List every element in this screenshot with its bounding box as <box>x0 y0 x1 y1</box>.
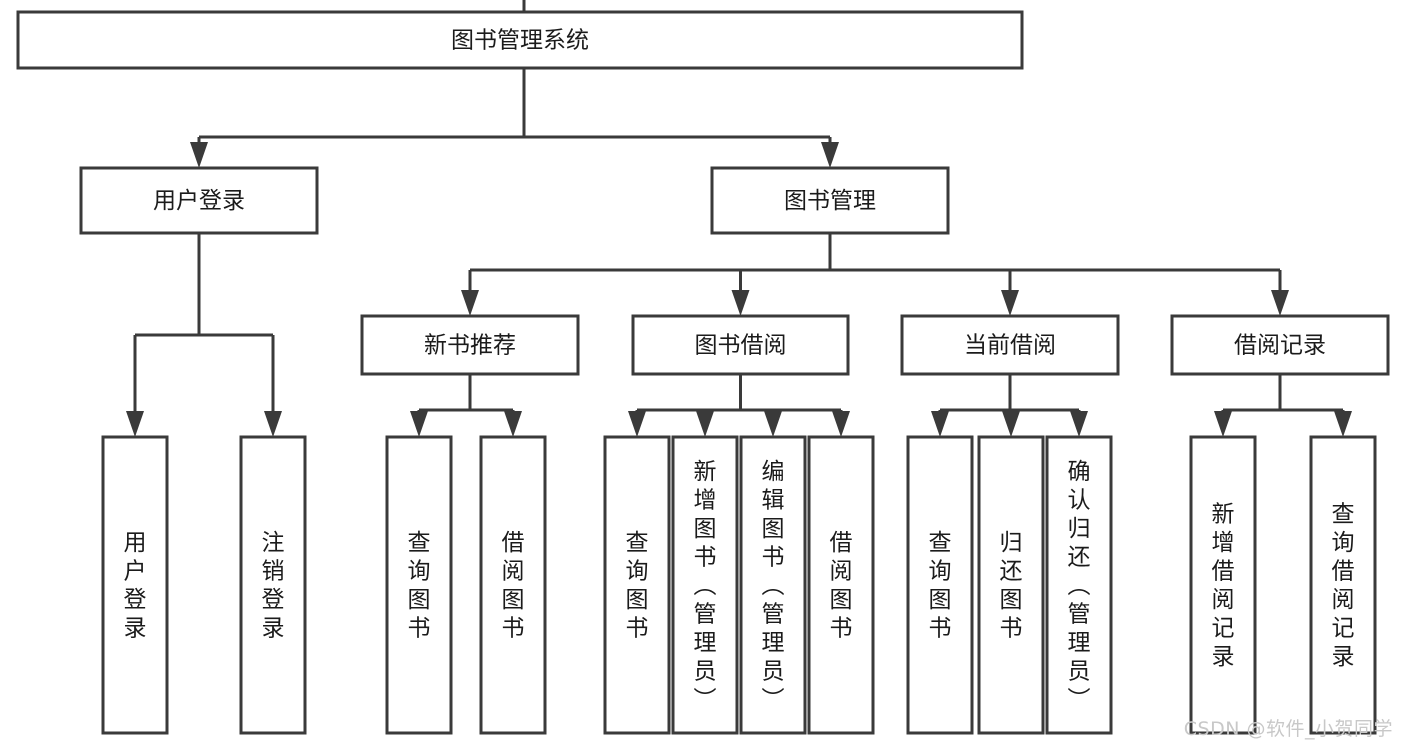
node-label-book-management: 图书管理 <box>784 188 876 214</box>
node-label-add-book-admin: 新增图书︵管理员︶ <box>694 459 717 713</box>
node-current-borrow[interactable]: 当前借阅 <box>900 314 1120 376</box>
node-box-book-borrow <box>631 314 850 376</box>
node-confirm-return-admin[interactable]: 确认归还︵管理员︶ <box>1045 435 1113 735</box>
node-box-user-login <box>79 166 319 235</box>
node-root[interactable]: 图书管理系统 <box>16 10 1024 70</box>
node-edit-book-admin[interactable]: 编辑图书︵管理员︶ <box>739 435 807 735</box>
node-user-logout[interactable]: 注销登录 <box>239 435 307 735</box>
node-box-confirm-return-admin <box>1045 435 1113 735</box>
node-box-borrow-book-1 <box>479 435 547 735</box>
node-user-login[interactable]: 用户登录 <box>79 166 319 235</box>
node-add-book-admin[interactable]: 新增图书︵管理员︶ <box>671 435 739 735</box>
node-box-edit-book-admin <box>739 435 807 735</box>
node-return-book[interactable]: 归还图书 <box>977 435 1045 735</box>
node-user-login-do[interactable]: 用户登录 <box>101 435 169 735</box>
node-book-borrow[interactable]: 图书借阅 <box>631 314 850 376</box>
node-label-root: 图书管理系统 <box>451 28 589 54</box>
node-box-user-login-do <box>101 435 169 735</box>
node-add-borrow-record[interactable]: 新增借阅记录 <box>1189 435 1257 735</box>
node-box-query-book-1 <box>385 435 453 735</box>
node-box-borrow-record <box>1170 314 1390 376</box>
node-label-book-borrow: 图书借阅 <box>695 333 787 359</box>
node-box-book-management <box>710 166 950 235</box>
connectors-layer <box>126 0 1352 437</box>
node-label-current-borrow: 当前借阅 <box>964 333 1056 359</box>
node-new-book-recommend[interactable]: 新书推荐 <box>360 314 580 376</box>
node-box-current-borrow <box>900 314 1120 376</box>
node-label-borrow-book-2: 借阅图书 <box>830 530 853 642</box>
node-box-user-logout <box>239 435 307 735</box>
node-query-borrow-record[interactable]: 查询借阅记录 <box>1309 435 1377 735</box>
node-box-add-borrow-record <box>1189 435 1257 735</box>
node-label-user-login: 用户登录 <box>153 188 245 214</box>
node-box-borrow-book-2 <box>807 435 875 735</box>
node-book-management[interactable]: 图书管理 <box>710 166 950 235</box>
node-borrow-record[interactable]: 借阅记录 <box>1170 314 1390 376</box>
node-label-new-book-recommend: 新书推荐 <box>424 333 516 359</box>
node-label-edit-book-admin: 编辑图书︵管理员︶ <box>762 459 785 713</box>
node-label-return-book: 归还图书 <box>1000 530 1023 642</box>
node-box-root <box>16 10 1024 70</box>
node-borrow-book-1[interactable]: 借阅图书 <box>479 435 547 735</box>
node-query-book-3[interactable]: 查询图书 <box>906 435 974 735</box>
node-box-new-book-recommend <box>360 314 580 376</box>
node-box-add-book-admin <box>671 435 739 735</box>
node-query-book-2[interactable]: 查询图书 <box>603 435 671 735</box>
node-label-query-book-1: 查询图书 <box>408 530 431 642</box>
node-label-user-login-do: 用户登录 <box>124 530 147 642</box>
node-box-return-book <box>977 435 1045 735</box>
node-label-borrow-record: 借阅记录 <box>1234 333 1326 359</box>
node-box-query-borrow-record <box>1309 435 1377 735</box>
node-box-query-book-2 <box>603 435 671 735</box>
node-label-query-borrow-record: 查询借阅记录 <box>1332 502 1355 671</box>
node-label-confirm-return-admin: 确认归还︵管理员︶ <box>1068 459 1091 713</box>
node-label-borrow-book-1: 借阅图书 <box>502 530 525 642</box>
node-query-book-1[interactable]: 查询图书 <box>385 435 453 735</box>
node-label-query-book-3: 查询图书 <box>929 530 952 642</box>
node-label-add-borrow-record: 新增借阅记录 <box>1212 502 1235 671</box>
node-borrow-book-2[interactable]: 借阅图书 <box>807 435 875 735</box>
node-label-query-book-2: 查询图书 <box>626 530 649 642</box>
nodes-layer: 图书管理系统用户登录用户登录注销登录图书管理新书推荐查询图书借阅图书图书借阅查询… <box>16 10 1390 735</box>
node-label-user-logout: 注销登录 <box>262 530 285 642</box>
node-box-query-book-3 <box>906 435 974 735</box>
